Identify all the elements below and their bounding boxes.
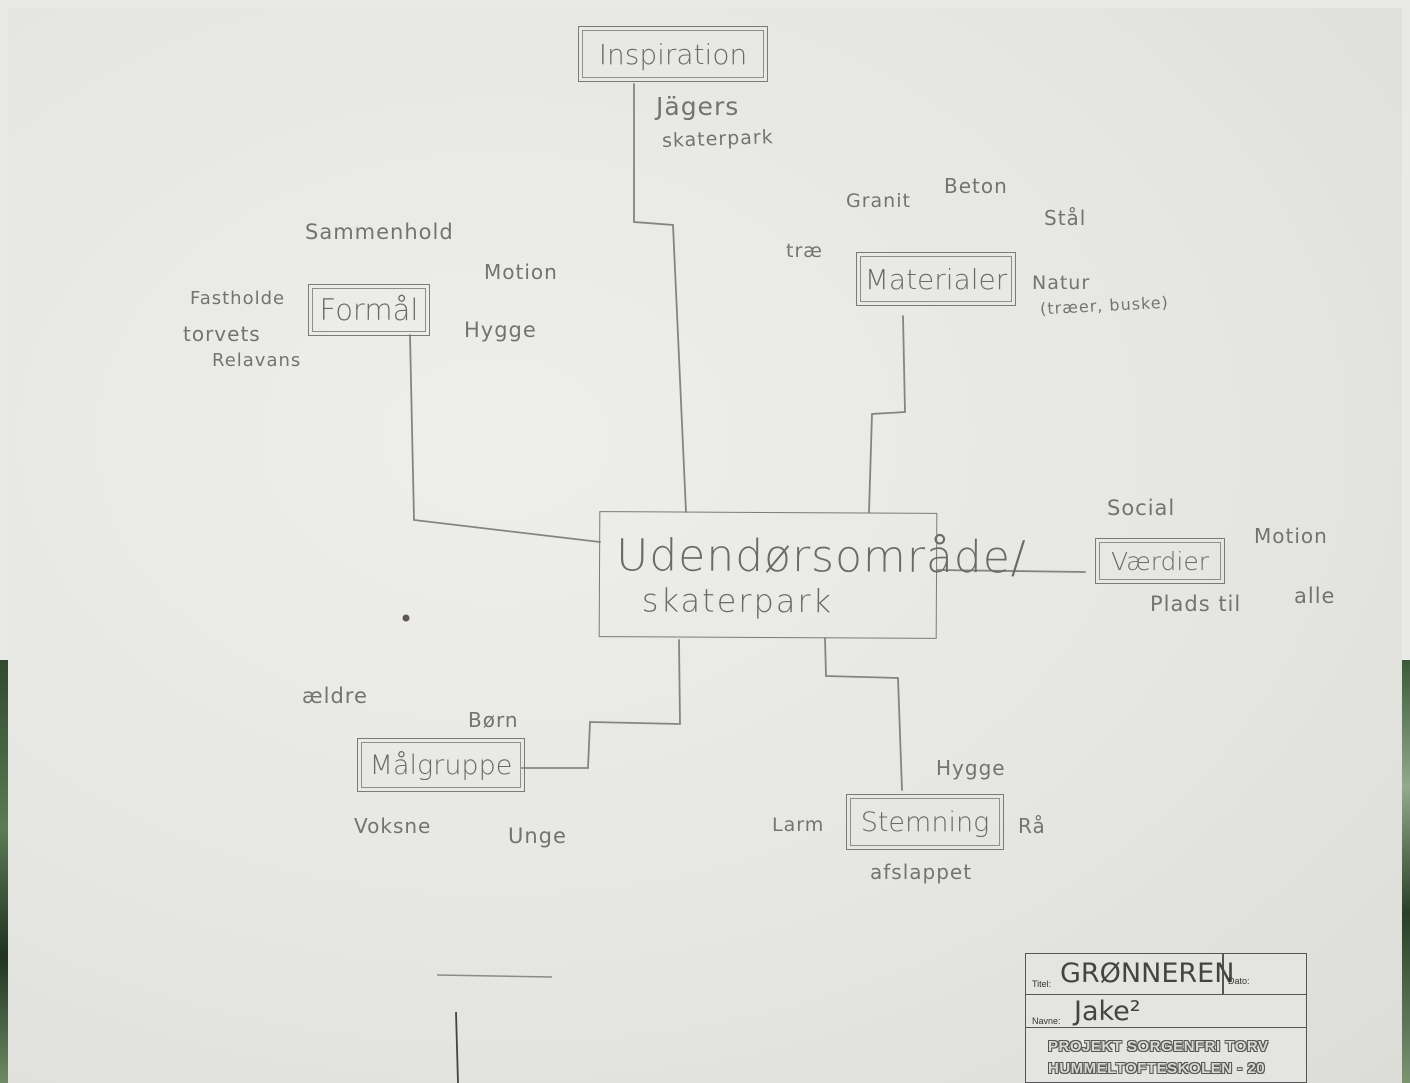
connector-materialer xyxy=(869,316,905,512)
vaerdier-note-social: Social xyxy=(1107,496,1175,520)
title-label: Titel: xyxy=(1032,979,1051,989)
names-label: Navne: xyxy=(1032,1016,1061,1026)
node-formaal: Formål xyxy=(308,284,430,336)
node-vaerdier: Værdier xyxy=(1095,538,1225,584)
node-stemning: Stemning xyxy=(846,794,1004,850)
stemning-note-hygge: Hygge xyxy=(936,756,1006,780)
connector-stemning xyxy=(825,638,902,790)
vaerdier-note-alle: alle xyxy=(1294,584,1335,608)
node-inspiration: Inspiration xyxy=(578,26,768,82)
inspiration-note-2: skaterpark xyxy=(662,126,774,152)
title-value: GRØNNEREN xyxy=(1060,958,1234,989)
formaal-note-sammenhold: Sammenhold xyxy=(305,220,454,244)
connector-maalgruppe xyxy=(522,640,680,768)
materialer-note-beton: Beton xyxy=(944,174,1008,198)
node-vaerdier-inner-border xyxy=(1099,542,1221,580)
title-block: Titel: GRØNNEREN Dato: Navne: Jake² PROJ… xyxy=(1025,953,1307,1083)
stray-mark-vertical xyxy=(456,1012,458,1083)
maalgruppe-note-boern: Børn xyxy=(468,708,519,732)
stemning-note-afslappet: afslappet xyxy=(870,860,972,884)
names-value: Jake² xyxy=(1074,996,1141,1027)
node-maalgruppe-inner-border xyxy=(361,742,521,788)
center-topic-title: Udendørsområde/ xyxy=(616,530,1027,583)
date-label: Dato: xyxy=(1228,976,1250,986)
center-topic-subtitle: skaterpark xyxy=(642,581,833,620)
inspiration-note-1: Jägers xyxy=(656,92,739,121)
formaal-note-relavans: Relavans xyxy=(212,350,301,371)
node-stemning-inner-border xyxy=(850,798,1000,846)
materialer-note-staal: Stål xyxy=(1044,206,1086,230)
node-formaal-inner-border xyxy=(312,288,426,332)
node-maalgruppe: Målgruppe xyxy=(357,738,525,792)
stray-mark xyxy=(437,975,552,977)
node-materialer: Materialer xyxy=(856,252,1016,306)
pencil-dot xyxy=(403,615,410,622)
project-line-1: PROJEKT SORGENFRI TORV xyxy=(1048,1038,1268,1055)
stemning-note-larm: Larm xyxy=(772,814,824,836)
center-topic-box: Udendørsområde/ skaterpark xyxy=(599,511,938,639)
maalgruppe-note-voksne: Voksne xyxy=(354,814,431,838)
maalgruppe-note-unge: Unge xyxy=(508,824,567,848)
materialer-note-natur: Natur xyxy=(1032,272,1090,294)
materialer-note-granit: Granit xyxy=(846,190,911,212)
node-inspiration-inner-border xyxy=(582,30,764,78)
stemning-note-raa: Rå xyxy=(1018,814,1046,838)
project-line-2: HUMMELTOFTESKOLEN - 20 xyxy=(1048,1060,1265,1077)
formaal-note-motion: Motion xyxy=(484,260,558,284)
vaerdier-note-motion: Motion xyxy=(1254,524,1328,548)
title-block-row-names xyxy=(1026,994,1306,1028)
node-materialer-inner-border xyxy=(860,256,1012,302)
formaal-note-torvets: torvets xyxy=(183,322,261,346)
materialer-note-trae: træ xyxy=(786,240,823,262)
formaal-note-fastholde: Fastholde xyxy=(190,288,285,309)
formaal-note-hygge: Hygge xyxy=(464,318,537,342)
maalgruppe-note-aeldre: ældre xyxy=(302,684,368,708)
vaerdier-note-plads-til: Plads til xyxy=(1150,592,1241,616)
connector-formaal xyxy=(410,335,600,542)
